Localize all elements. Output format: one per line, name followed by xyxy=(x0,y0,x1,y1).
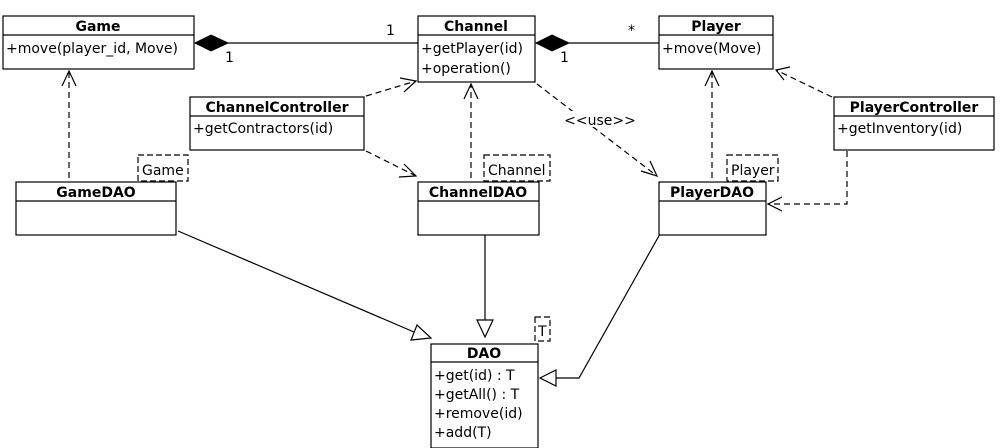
class-name-game-dao: GameDAO xyxy=(56,185,135,201)
class-member: +getContractors(id) xyxy=(193,121,333,137)
class-channel[interactable]: Channel +getPlayer(id) +operation() xyxy=(417,15,536,83)
dependency-channeldao-channel xyxy=(463,82,479,178)
generalization-arrowhead-channel xyxy=(476,319,494,339)
class-player-dao[interactable]: PlayerDAO xyxy=(658,181,767,236)
template-param-t: T xyxy=(534,316,551,342)
class-member: +operation() xyxy=(421,61,511,77)
class-member: +move(player_id, Move) xyxy=(6,41,178,57)
multiplicity-channel-side: 1 xyxy=(560,50,569,66)
class-game[interactable]: Game +move(player_id, Move) xyxy=(2,15,195,70)
class-member: +getInventory(id) xyxy=(837,121,962,137)
class-game-dao[interactable]: GameDAO xyxy=(15,181,177,236)
multiplicity-channel-end: 1 xyxy=(386,23,395,39)
class-member: +getPlayer(id) xyxy=(421,41,523,57)
template-param-game: Game xyxy=(137,154,189,182)
class-name-player: Player xyxy=(691,19,741,35)
use-stereotype-label: <<use>> xyxy=(564,113,636,129)
class-member: +getAll() : T xyxy=(434,387,520,403)
dependency-playerdao-player xyxy=(704,69,720,178)
class-name-player-controller: PlayerController xyxy=(850,100,979,116)
composition-diamond-game xyxy=(193,34,230,52)
class-member: +add(T) xyxy=(434,425,492,441)
class-member: +move(Move) xyxy=(662,41,761,57)
generalization-arrowhead-player xyxy=(538,369,557,387)
svg-text:Player: Player xyxy=(731,163,775,179)
dependency-playercontroller-playerdao xyxy=(766,151,848,212)
generalization-arrowhead-game xyxy=(410,323,433,341)
multiplicity-player-side: * xyxy=(628,23,635,39)
dependency-channel-playerdao: <<use>> xyxy=(536,83,659,177)
class-name-channel-dao: ChannelDAO xyxy=(429,185,527,201)
class-player-controller[interactable]: PlayerController +getInventory(id) xyxy=(833,96,995,151)
composition-channel-player: 1 * xyxy=(534,23,659,66)
class-channel-controller[interactable]: ChannelController +getContractors(id) xyxy=(189,96,365,151)
dependency-channelcontroller-channel xyxy=(365,77,418,97)
class-name-dao: DAO xyxy=(467,346,501,362)
generalization-gamedao-dao xyxy=(177,230,433,341)
svg-text:T: T xyxy=(537,324,547,340)
class-dao[interactable]: DAO +get(id) : T +getAll() : T +remove(i… xyxy=(430,343,539,448)
class-name-game: Game xyxy=(75,19,120,35)
class-name-channel: Channel xyxy=(444,19,508,35)
template-param-player: Player xyxy=(726,154,779,182)
multiplicity-game-end: 1 xyxy=(225,50,234,66)
svg-text:Channel: Channel xyxy=(488,163,545,179)
template-param-channel: Channel xyxy=(483,154,551,182)
class-name-player-dao: PlayerDAO xyxy=(670,185,754,201)
generalization-channeldao-dao xyxy=(476,233,494,339)
dependency-gamedao-game xyxy=(61,69,77,178)
class-member: +remove(id) xyxy=(434,406,523,422)
dependency-channelcontroller-channeldao xyxy=(365,150,418,178)
class-member: +get(id) : T xyxy=(434,368,515,384)
composition-diamond-channel xyxy=(534,34,571,52)
class-channel-dao[interactable]: ChannelDAO xyxy=(417,181,540,236)
generalization-playerdao-dao xyxy=(538,233,661,387)
class-name-channel-controller: ChannelController xyxy=(206,100,349,116)
dependency-playercontroller-player xyxy=(774,66,833,98)
svg-text:Game: Game xyxy=(142,163,184,179)
class-player[interactable]: Player +move(Move) xyxy=(658,15,774,70)
composition-game-channel: 1 1 xyxy=(193,23,418,66)
